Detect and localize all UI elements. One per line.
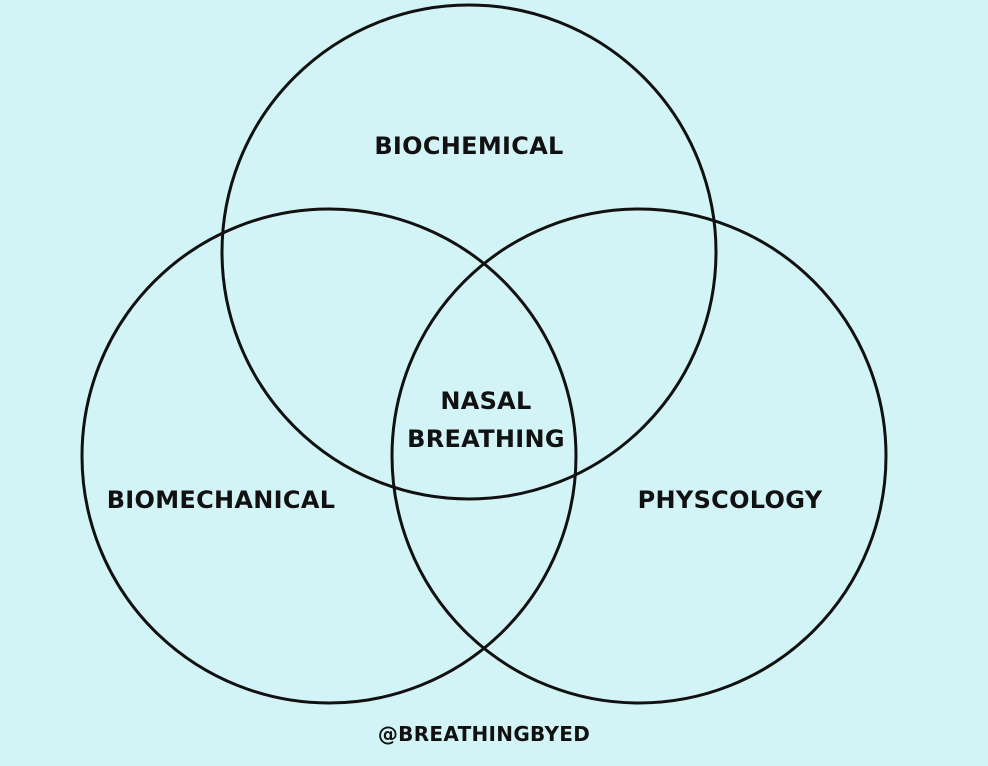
intersection-line2: BREATHING	[407, 425, 565, 453]
intersection-line1: NASAL	[440, 387, 532, 415]
label-intersection: NASAL BREATHING	[407, 382, 565, 458]
label-physcology: PHYSCOLOGY	[637, 486, 823, 514]
credit-handle: @BREATHINGBYED	[377, 722, 591, 746]
circle-physcology	[390, 207, 888, 705]
circle-biochemical	[220, 3, 718, 501]
circle-biomechanical	[80, 207, 578, 705]
label-biomechanical: BIOMECHANICAL	[106, 486, 336, 514]
label-biochemical: BIOCHEMICAL	[374, 132, 564, 160]
